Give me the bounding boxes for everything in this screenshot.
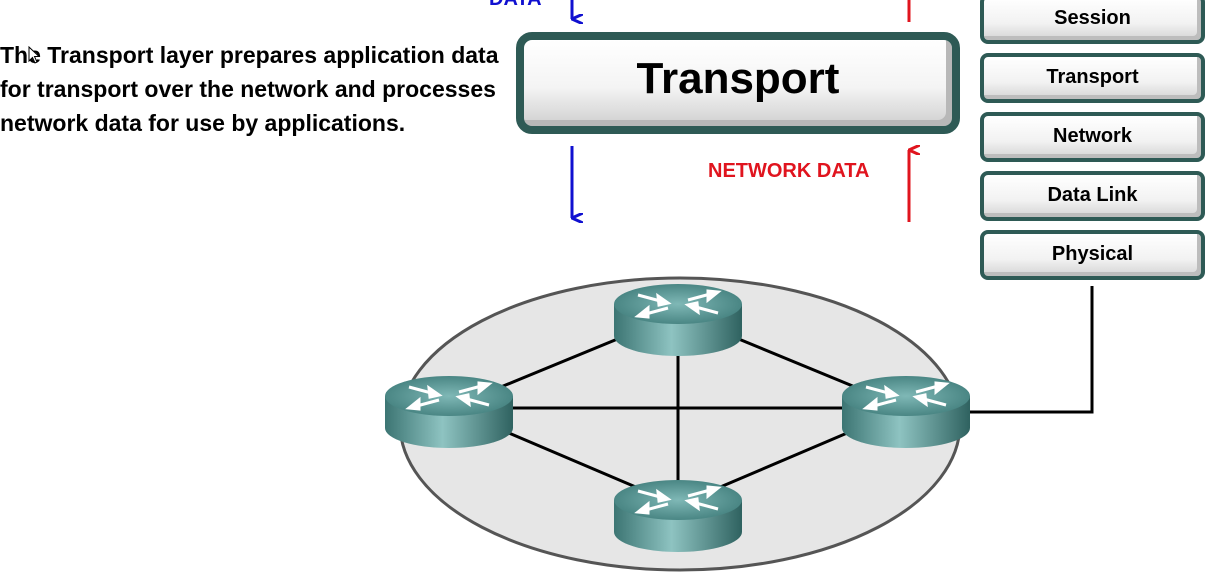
layer-data-link: Data Link — [980, 171, 1205, 221]
layer-physical: Physical — [980, 230, 1205, 280]
router-icon — [612, 282, 744, 358]
osi-layer-stack: Session Transport Network Data Link Phys… — [980, 0, 1205, 289]
transport-layer-box: Transport — [516, 32, 960, 134]
layer-network: Network — [980, 112, 1205, 162]
layer-transport: Transport — [980, 53, 1205, 103]
router-icon — [840, 374, 972, 450]
mouse-cursor-icon — [28, 46, 40, 64]
network-data-label: NETWORK DATA — [708, 160, 870, 182]
router-icon — [383, 374, 515, 450]
transport-layer-title: Transport — [636, 54, 840, 103]
data-label: DATA — [489, 0, 542, 11]
description-text: The Transport layer prepares application… — [0, 42, 499, 136]
physical-link — [966, 286, 1094, 414]
layer-session: Session — [980, 0, 1205, 44]
router-icon — [612, 478, 744, 554]
